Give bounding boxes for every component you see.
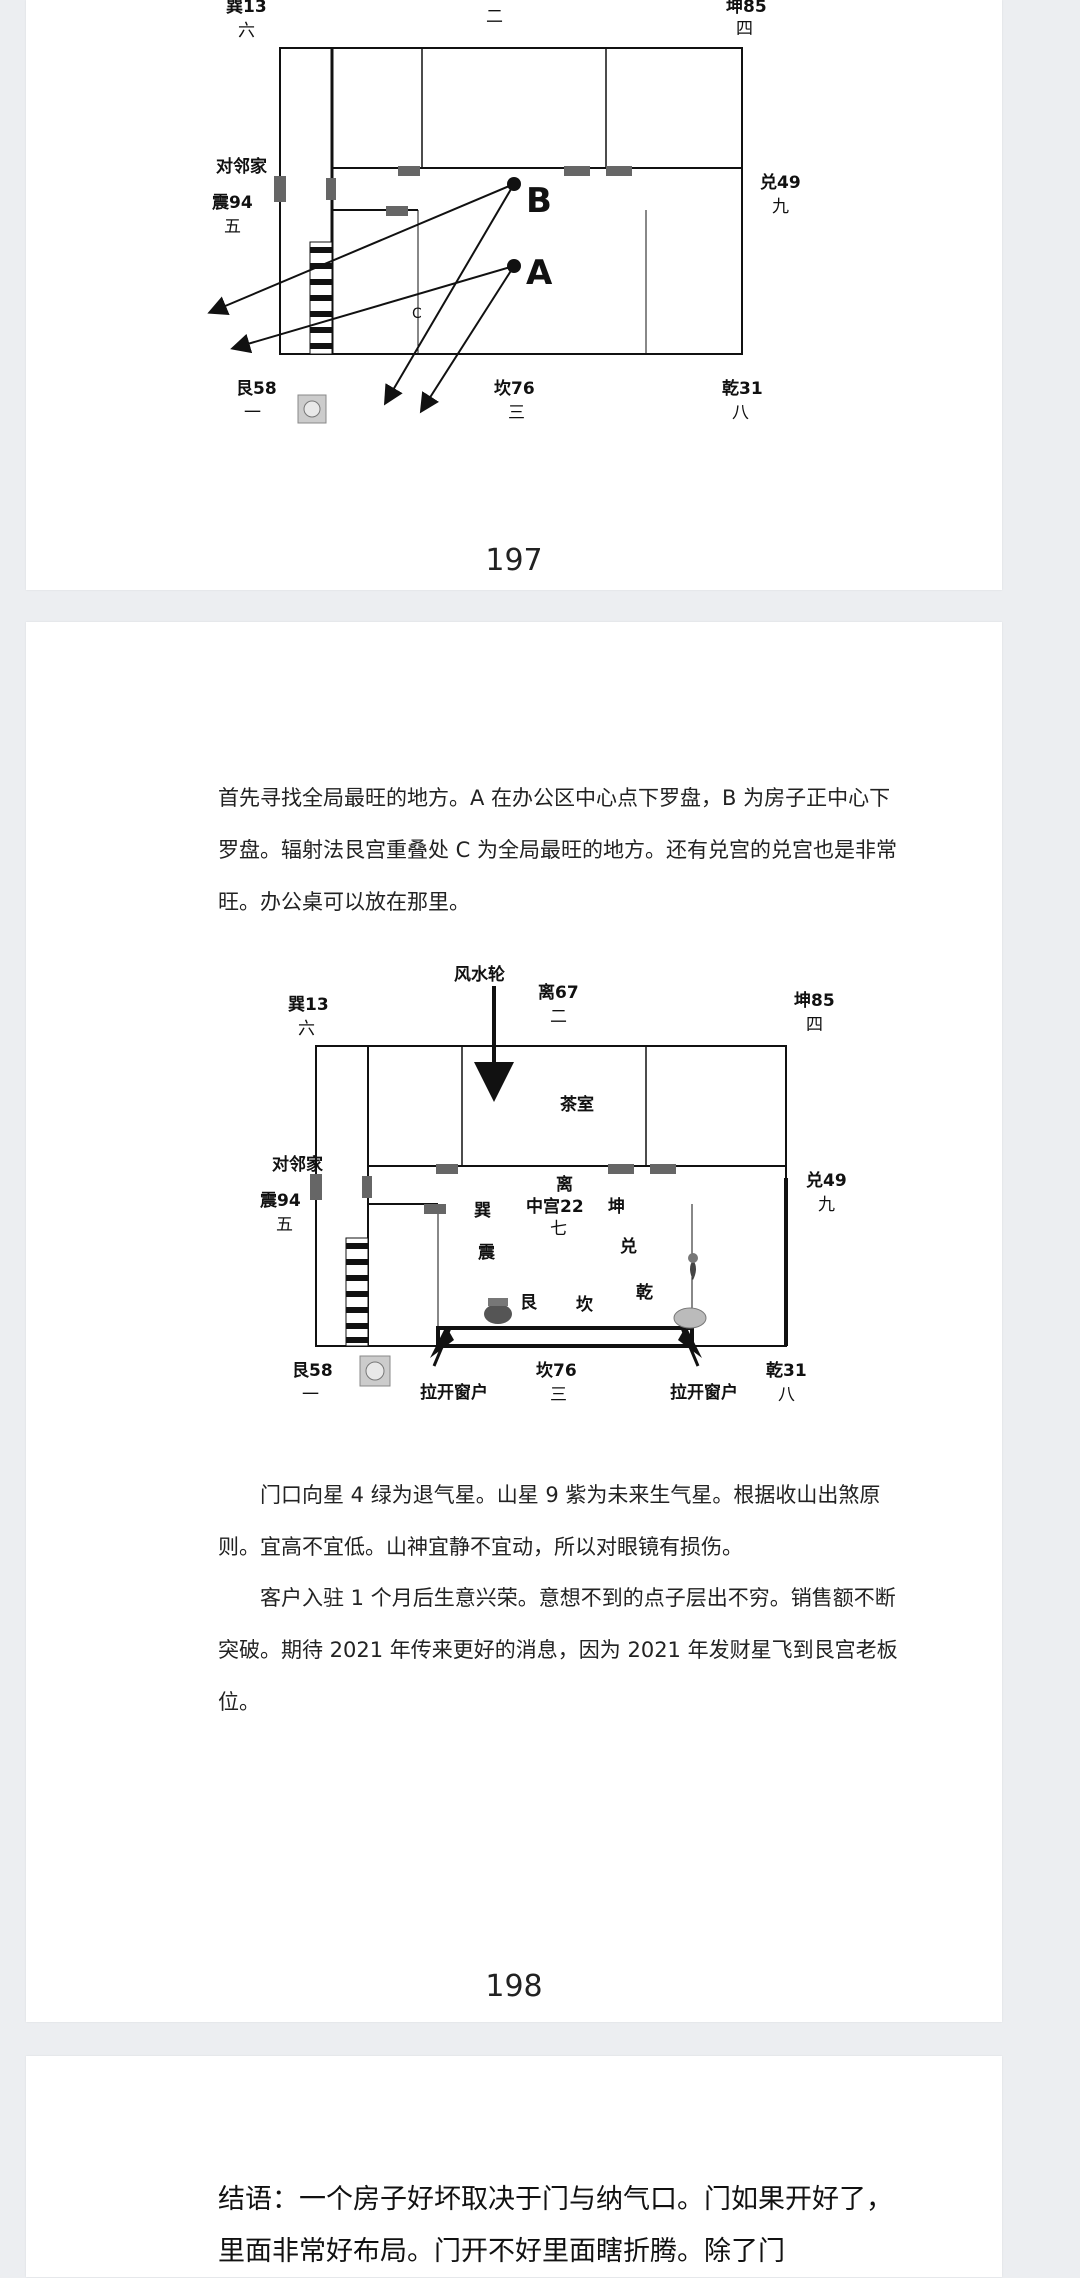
inner-qian-label: 乾 — [636, 1282, 653, 1303]
outer-wall — [315, 1045, 787, 1347]
cauldron-icon — [484, 1298, 512, 1324]
kun-num: 四 — [806, 1015, 823, 1035]
page-197: B A C 巽13 六 二 坤85 四 对邻家 震94 五 兑49 九 艮58 … — [26, 0, 1002, 590]
door-marker — [386, 206, 408, 216]
li-num: 二 — [550, 1007, 567, 1027]
door-marker — [436, 1164, 458, 1174]
page-number: 198 — [485, 1969, 543, 2004]
dui-num: 九 — [818, 1195, 835, 1215]
li-num: 二 — [486, 7, 503, 27]
zhen-label: 震94 — [259, 1191, 301, 1211]
inner-zhen-label: 震 — [477, 1243, 496, 1263]
tea-room-label: 茶室 — [560, 1094, 594, 1115]
kan-label: 坎76 — [536, 1360, 577, 1381]
inner-center-num: 七 — [550, 1219, 567, 1239]
stairs — [345, 1237, 369, 1347]
floor-plan-diagram-197: B A C 巽13 六 二 坤85 四 对邻家 震94 五 兑49 九 艮58 … — [207, 0, 801, 424]
page-198: 首先寻找全局最旺的地方。A 在办公区中心点下罗盘，B 为房子正中心下罗盘。辐射法… — [26, 622, 1002, 2022]
inner-kan-label: 坎 — [576, 1294, 593, 1315]
inner-dui-label: 兑 — [620, 1236, 637, 1257]
door-marker — [398, 166, 420, 176]
inner-li-label: 离 — [556, 1174, 573, 1195]
door-marker — [564, 166, 590, 176]
door-marker — [608, 1164, 634, 1174]
gen-num: 一 — [244, 403, 261, 423]
door-marker — [326, 178, 336, 200]
xun-num: 六 — [298, 1019, 315, 1039]
dui-label: 兑49 — [760, 172, 801, 193]
kun-label: 坤85 — [726, 0, 767, 17]
kan-label: 坎76 — [494, 378, 535, 399]
xun-num: 六 — [238, 21, 255, 41]
zhen-label: 震94 — [211, 193, 253, 213]
paragraph-2: 门口向星 4 绿为退气星。山星 9 紫为未来生气星。根据收山出煞原则。宜高不宜低… — [218, 1483, 881, 1559]
kun-num: 四 — [736, 19, 753, 39]
door-marker — [362, 1176, 372, 1198]
point-b-dot — [507, 177, 521, 191]
inner-gen-label: 艮 — [520, 1293, 538, 1313]
qian-label: 乾31 — [722, 378, 763, 399]
vase-icon — [688, 1253, 698, 1280]
page-199: 结语：一个房子好坏取决于门与纳气口。门如果开好了，里面非常好布局。门开不好里面瞎… — [26, 2056, 1002, 2277]
stairs — [309, 241, 333, 355]
kan-num: 三 — [550, 1385, 567, 1405]
zhen-num: 五 — [224, 217, 241, 237]
floor-plan-diagram-198: 风水轮 离67 二 巽13 六 坤85 四 茶室 对邻家 震94 五 兑49 九… — [259, 964, 847, 1405]
paragraph-1: 首先寻找全局最旺的地方。A 在办公区中心点下罗盘，B 为房子正中心下罗盘。辐射法… — [218, 786, 898, 914]
qian-num: 八 — [732, 403, 749, 423]
li-label: 离67 — [538, 982, 579, 1003]
fengshui-wheel-label: 风水轮 — [454, 964, 505, 985]
neighbor-label: 对邻家 — [216, 156, 267, 177]
qian-label: 乾31 — [766, 1360, 807, 1381]
point-a-label: A — [526, 253, 553, 293]
dui-label: 兑49 — [806, 1170, 847, 1191]
door-marker — [650, 1164, 676, 1174]
qian-num: 八 — [778, 1385, 795, 1405]
window-bar — [436, 1326, 694, 1348]
conclusion-paragraph: 结语：一个房子好坏取决于门与纳气口。门如果开好了，里面非常好布局。门开不好里面瞎… — [218, 2184, 893, 2267]
window-left-label: 拉开窗户 — [420, 1382, 488, 1403]
mirror-icon — [297, 394, 327, 424]
inner-xun-label: 巽 — [474, 1201, 491, 1221]
neighbor-label: 对邻家 — [272, 1154, 323, 1175]
gen-label: 艮58 — [236, 379, 277, 399]
inner-center-label: 中宫22 — [526, 1196, 584, 1217]
zhen-num: 五 — [276, 1215, 293, 1235]
door-marker — [424, 1204, 446, 1214]
gen-label: 艮58 — [292, 1361, 333, 1381]
door-marker — [606, 166, 632, 176]
bowl-icon — [673, 1307, 707, 1329]
point-c-label: C — [412, 306, 422, 322]
window-right-label: 拉开窗户 — [670, 1382, 738, 1403]
kun-label: 坤85 — [794, 990, 835, 1011]
inner-kun-label: 坤 — [608, 1196, 625, 1217]
kan-num: 三 — [508, 403, 525, 423]
point-b-label: B — [526, 181, 552, 221]
dui-num: 九 — [772, 197, 789, 217]
xun-label: 巽13 — [288, 995, 329, 1015]
xun-label: 巽13 — [226, 0, 267, 17]
outer-wall — [279, 47, 743, 355]
point-a-dot — [507, 259, 521, 273]
paragraph-3: 客户入驻 1 个月后生意兴荣。意想不到的点子层出不穷。销售额不断突破。期待 20… — [218, 1586, 898, 1714]
page-number: 197 — [485, 543, 543, 578]
gen-num: 一 — [302, 1385, 319, 1405]
door-marker — [274, 176, 286, 202]
mirror-icon — [359, 1355, 391, 1387]
door-marker — [310, 1174, 322, 1200]
